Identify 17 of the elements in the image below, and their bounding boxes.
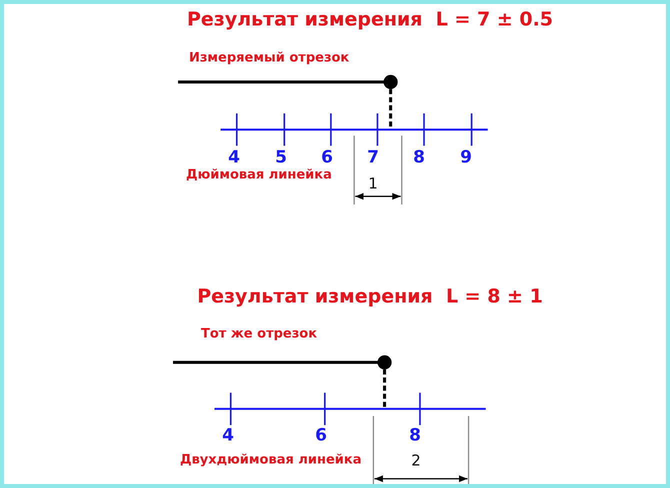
heading: Результат измерения L = 7 ± 0.5: [186, 10, 554, 30]
dimension-value: 1: [368, 176, 378, 192]
scale-number: 8: [413, 150, 425, 166]
scale-number: 9: [460, 150, 472, 166]
scale-number: 6: [321, 150, 333, 166]
scale-number: 8: [409, 428, 421, 444]
segment-label: Тот же отрезок: [201, 328, 318, 340]
segment-label: Измеряемый отрезок: [189, 52, 350, 64]
heading: Результат измерения L = 8 ± 1: [197, 288, 543, 306]
scale-number: 5: [275, 150, 287, 166]
dimension-value: 2: [411, 454, 421, 468]
scale-number: 4: [228, 150, 240, 166]
scale-number: 7: [367, 150, 379, 166]
ruler-label: Дюймовая линейка: [186, 168, 332, 182]
ruler-label: Двухдюймовая линейка: [180, 454, 362, 466]
scale-number: 4: [222, 428, 234, 444]
scale-number: 6: [315, 428, 327, 444]
